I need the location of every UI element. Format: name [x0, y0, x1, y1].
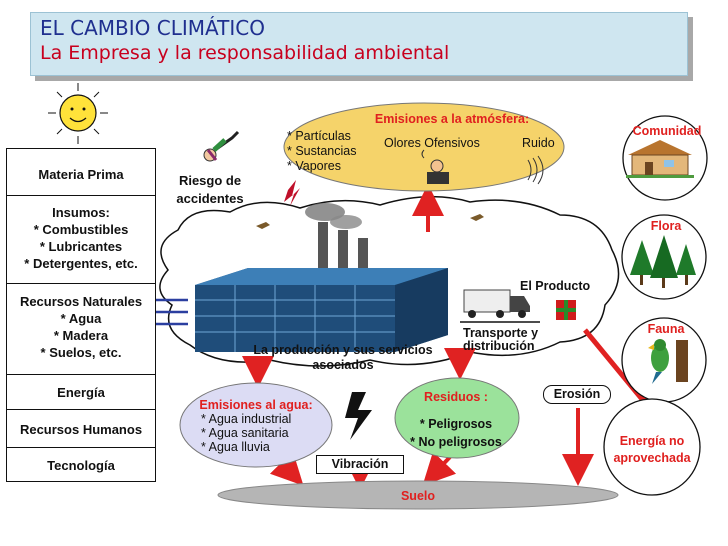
suelo-label: Suelo — [400, 489, 436, 503]
energia-label: Energía — [57, 385, 105, 400]
spark-icon — [284, 180, 300, 206]
transporte-label-2: distribución — [463, 339, 535, 353]
energia-no-label-2: aprovechada — [613, 451, 691, 465]
falling-worker-icon — [203, 130, 240, 162]
title-banner — [30, 12, 688, 76]
title-line-1: EL CAMBIO CLIMÁTICO — [40, 16, 265, 40]
parrot-icon — [648, 339, 688, 384]
flora-label: Flora — [650, 219, 682, 233]
erosion-label: Erosión — [543, 385, 611, 404]
insumos-item: * Combustibles — [33, 222, 129, 237]
odor-person-icon — [421, 149, 449, 184]
recursos-naturales-item: * Madera — [53, 328, 109, 343]
insumos-title: Insumos: — [52, 205, 110, 220]
recursos-naturales-title: Recursos Naturales — [19, 294, 143, 309]
agua-item: * Agua sanitaria — [201, 426, 289, 440]
atmosfera-item: * Vapores — [287, 159, 341, 173]
sound-wave-icon — [527, 155, 544, 185]
energia-no-label-1: Energía no — [619, 434, 685, 448]
truck-icon — [460, 289, 540, 323]
bird-icons — [256, 214, 484, 229]
input-arrows — [155, 298, 188, 326]
riesgo-label-1: Riesgo de — [178, 173, 242, 188]
riesgo-label-2: accidentes — [176, 191, 244, 206]
materia-prima-label: Materia Prima — [38, 167, 124, 182]
title-line-2: La Empresa y la responsabilidad ambienta… — [40, 42, 450, 64]
insumos-item: * Detergentes, etc. — [24, 256, 138, 271]
comunidad-label: Comunidad — [632, 124, 702, 138]
inputs-column: Materia Prima Insumos: * Combustibles * … — [6, 148, 156, 482]
fauna-label: Fauna — [647, 322, 685, 336]
agua-item: * Agua industrial — [201, 412, 292, 426]
emisiones-agua-title: Emisiones al agua: — [199, 398, 313, 412]
tecnologia-label: Tecnología — [47, 458, 115, 473]
atmosfera-item: * Sustancias — [287, 144, 357, 158]
agua-item: * Agua lluvia — [201, 440, 270, 454]
ruido-label: Ruido — [522, 136, 555, 150]
atmosfera-item: * Partículas — [287, 129, 351, 143]
sun-icon — [48, 83, 108, 144]
factory-icon — [195, 203, 448, 352]
insumos-item: * Lubricantes — [39, 239, 123, 254]
vibracion-label: Vibración — [316, 455, 404, 474]
emisiones-atmosfera-title: Emisiones a la atmósfera: — [374, 112, 530, 126]
lightning-icon — [345, 392, 372, 440]
product-gift-icon — [556, 300, 576, 320]
house-icon — [626, 140, 694, 178]
trees-icon — [630, 235, 696, 288]
residuos-item: * Peligrosos — [419, 417, 493, 431]
produccion-label-2: asociados — [312, 358, 374, 372]
produccion-label-1: La producción y sus servicios — [253, 343, 433, 357]
recursos-naturales-item: * Agua — [60, 311, 102, 326]
transporte-label-1: Transporte y — [463, 326, 539, 340]
recursos-humanos-label: Recursos Humanos — [19, 422, 143, 437]
residuos-title: Residuos : — [424, 390, 488, 404]
producto-label: El Producto — [520, 279, 591, 293]
olores-label: Olores Ofensivos — [384, 136, 480, 150]
recursos-naturales-item: * Suelos, etc. — [40, 345, 122, 360]
residuos-item: * No peligrosos — [410, 435, 502, 449]
